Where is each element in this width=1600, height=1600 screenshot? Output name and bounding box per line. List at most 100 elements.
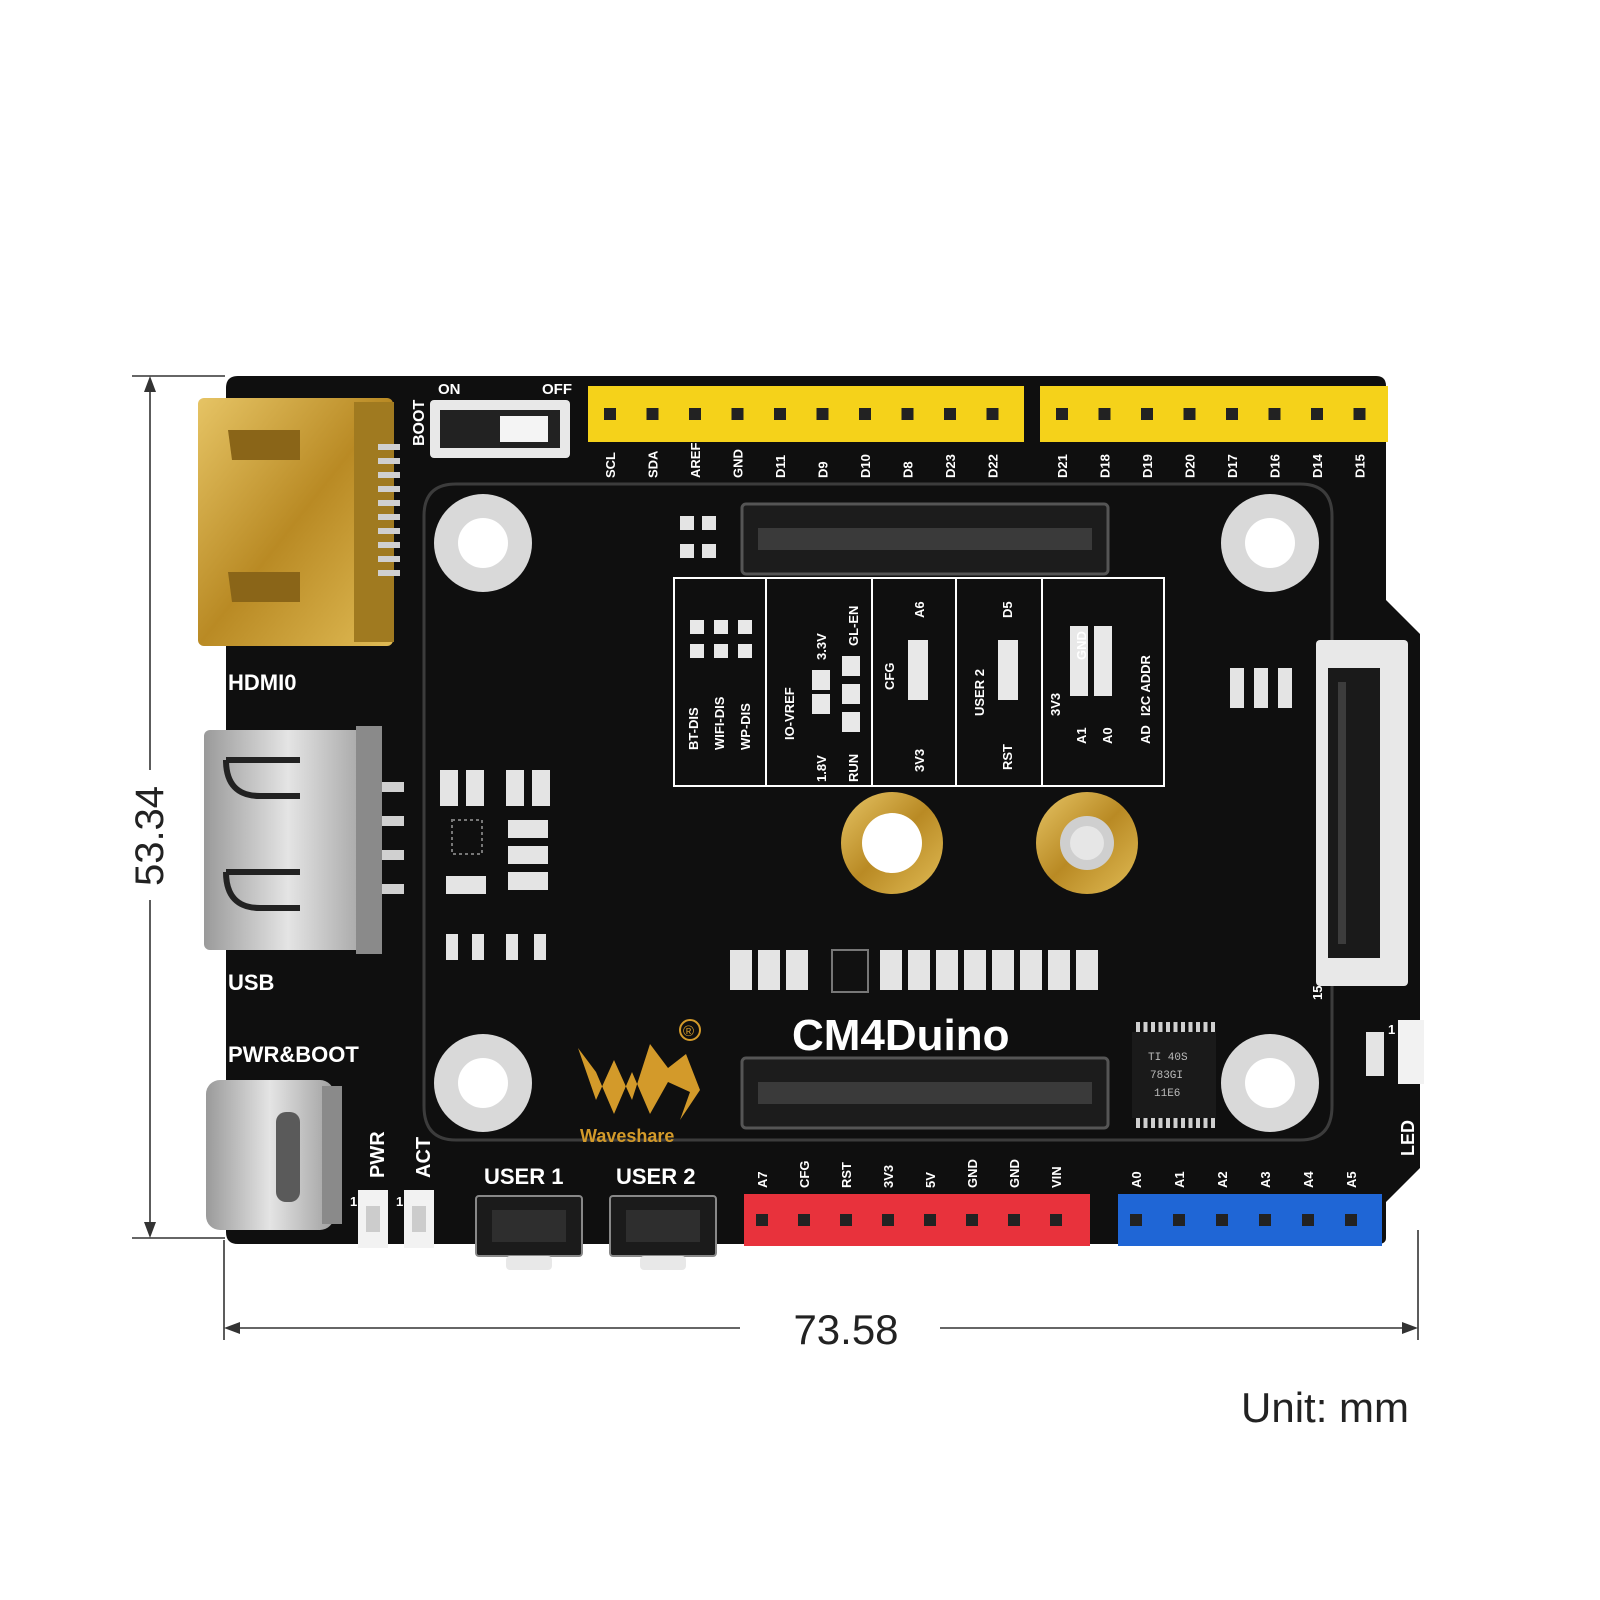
cfg-1v8: 1.8V <box>814 755 829 782</box>
led-indicator <box>1366 1020 1424 1084</box>
header-pin-hole[interactable] <box>1130 1214 1142 1226</box>
width-dimension <box>223 1230 1419 1340</box>
height-value: 53.34 <box>128 786 172 886</box>
gold-mount-hole <box>841 792 943 894</box>
header-pin-label: VIN <box>1049 1166 1064 1188</box>
ic-pin <box>1188 1118 1193 1128</box>
header-pin-hole[interactable] <box>1353 408 1366 420</box>
header-pin-hole[interactable] <box>1141 408 1153 420</box>
ic-pin <box>1188 1022 1193 1032</box>
pwr-boot-label: PWR&BOOT <box>228 1042 359 1067</box>
ic-pin <box>1211 1118 1215 1128</box>
header-pin-hole[interactable] <box>604 408 616 420</box>
header-pin-hole[interactable] <box>1268 408 1281 420</box>
header-pin-label: D17 <box>1225 454 1240 478</box>
header-pin-hole[interactable] <box>1056 408 1068 420</box>
header-pin-label: GND <box>731 449 746 478</box>
header-pin-hole[interactable] <box>646 408 659 420</box>
brand-name: Waveshare <box>580 1126 674 1146</box>
cfg-gnd: GND <box>1074 631 1089 660</box>
header-pin-label: D19 <box>1140 454 1155 478</box>
ic-pin <box>1136 1022 1140 1032</box>
header-top-right[interactable] <box>1040 386 1388 442</box>
height-dimension <box>132 375 225 1239</box>
header-pin-hole[interactable] <box>924 1214 936 1226</box>
ic-pin <box>1173 1022 1178 1032</box>
header-pin-hole[interactable] <box>774 408 786 420</box>
cfg-3v3: 3.3V <box>814 633 829 660</box>
fpc-pin-number: 15 <box>1310 986 1325 1000</box>
header-pin-hole[interactable] <box>816 408 829 420</box>
header-pin-hole[interactable] <box>1183 408 1196 420</box>
header-pin-hole[interactable] <box>1050 1214 1062 1226</box>
usb-connector[interactable] <box>204 726 404 954</box>
header-pin-hole[interactable] <box>901 408 914 420</box>
cfg-run: RUN <box>846 754 861 782</box>
header-pin-hole[interactable] <box>1311 408 1323 420</box>
header-pin-hole[interactable] <box>1216 1214 1228 1226</box>
header-power[interactable] <box>744 1194 1090 1246</box>
header-pin-hole[interactable] <box>1008 1214 1020 1226</box>
header-pin-label: A5 <box>1344 1171 1359 1188</box>
header-pin-hole[interactable] <box>1345 1214 1357 1226</box>
cfg-io-vref: IO-VREF <box>782 687 797 740</box>
usb-c-connector[interactable] <box>206 1080 342 1230</box>
resistor-row <box>730 950 1098 990</box>
header-pin-hole[interactable] <box>731 408 744 420</box>
sot-chip <box>831 949 869 993</box>
cm4-connector-top <box>740 502 1110 576</box>
fpc-connector[interactable] <box>1316 640 1408 986</box>
ic-pin <box>1151 1118 1155 1128</box>
header-pin-label: GND <box>965 1159 980 1188</box>
boot-off-label: OFF <box>542 381 572 398</box>
hdmi-connector[interactable] <box>198 398 400 646</box>
header-analog[interactable] <box>1118 1194 1382 1246</box>
mounting-hole <box>434 494 532 592</box>
ic-pin <box>1136 1118 1140 1128</box>
header-pin-label: D10 <box>858 454 873 478</box>
product-name: CM4Duino <box>792 1011 1010 1060</box>
header-pin-label: A0 <box>1129 1171 1144 1188</box>
boot-label: BOOT <box>411 400 428 446</box>
header-pin-hole[interactable] <box>882 1214 894 1226</box>
boot-on-label: ON <box>438 381 461 398</box>
led-label: LED <box>1398 1120 1418 1156</box>
header-pin-label: D11 <box>773 455 788 478</box>
header-pin-label: D18 <box>1098 454 1113 478</box>
header-pin-label: D22 <box>986 454 1001 478</box>
cfg-cfg: CFG <box>882 663 897 690</box>
waveshare-logo <box>578 1019 701 1120</box>
ic-pin <box>1181 1118 1185 1128</box>
header-top-left[interactable] <box>588 386 1024 442</box>
config-jumper-pads[interactable] <box>690 620 1112 732</box>
header-pin-label: 3V3 <box>881 1165 896 1188</box>
pwr-led-one: 1 <box>350 1194 357 1209</box>
registered-mark: ® <box>683 1023 694 1040</box>
header-pin-hole[interactable] <box>1226 408 1238 420</box>
hdmi-label: HDMI0 <box>228 670 296 695</box>
ic-pin <box>1181 1022 1185 1032</box>
header-pin-hole[interactable] <box>944 408 956 420</box>
header-pin-label: A2 <box>1215 1171 1230 1188</box>
ic-pin <box>1196 1118 1200 1128</box>
config-block <box>673 577 1165 787</box>
header-pin-hole[interactable] <box>1173 1214 1185 1226</box>
header-pin-hole[interactable] <box>966 1214 978 1226</box>
header-pin-hole[interactable] <box>1302 1214 1314 1226</box>
boot-switch[interactable] <box>430 400 570 458</box>
header-pin-hole[interactable] <box>1259 1214 1271 1226</box>
header-pin-hole[interactable] <box>1098 408 1111 420</box>
user1-button[interactable] <box>475 1195 583 1270</box>
pwr-led-label: PWR <box>367 1131 389 1178</box>
pcb-board <box>226 376 1420 1244</box>
cfg-ad: AD <box>1138 725 1153 744</box>
header-pin-label: A1 <box>1172 1171 1187 1188</box>
header-pin-hole[interactable] <box>986 408 999 420</box>
user2-button[interactable] <box>609 1195 717 1270</box>
header-pin-hole[interactable] <box>859 408 871 420</box>
header-pin-hole[interactable] <box>689 408 701 420</box>
header-pin-hole[interactable] <box>840 1214 852 1226</box>
header-pin-hole[interactable] <box>756 1214 768 1226</box>
mounting-hole <box>1221 494 1319 592</box>
header-pin-hole[interactable] <box>798 1214 810 1226</box>
